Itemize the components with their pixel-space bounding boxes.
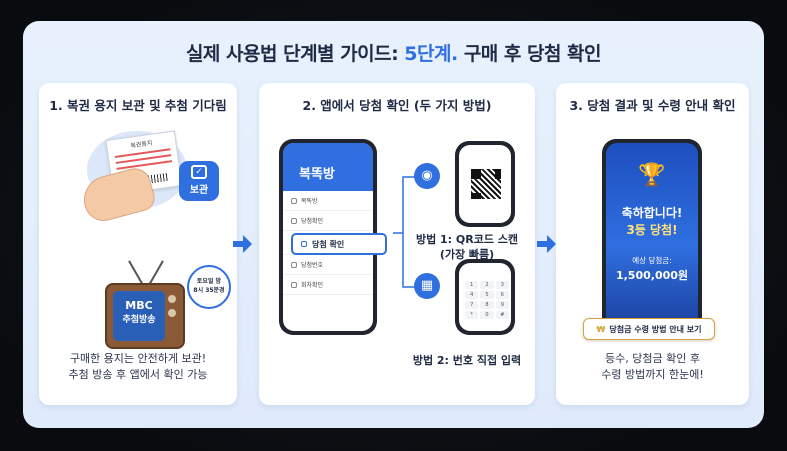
app-header: 복똑방 — [283, 143, 373, 191]
rank-text: 3등 당첨! — [626, 223, 678, 237]
step3-caption-line2: 수령 방법까지 한눈에! — [601, 368, 704, 381]
method1-line2: (가장 빠름) — [439, 248, 495, 261]
title-accent: 5단계. — [404, 43, 458, 65]
tv-antenna-right — [148, 260, 164, 286]
menu-item-round[interactable]: 회차확인 — [283, 275, 373, 295]
page-title: 실제 사용법 단계별 가이드: 5단계. 구매 후 당첨 확인 — [23, 39, 764, 66]
calendar-icon — [291, 281, 297, 288]
title-prefix: 실제 사용법 단계별 가이드: — [185, 43, 405, 65]
step1-caption-line2: 추첨 방송 후 앱에서 확인 가능 — [68, 368, 208, 381]
keep-badge-label: 보관 — [189, 185, 209, 196]
clock-line1: 토요일 밤 — [196, 278, 222, 285]
result-message: 축하합니다! 3등 당첨! — [606, 205, 698, 239]
congrats-text: 축하합니다! — [621, 206, 683, 220]
step3-caption-line1: 등수, 당첨금 확인 후 — [605, 352, 700, 365]
key[interactable]: 9 — [495, 301, 509, 309]
list-icon — [291, 217, 297, 224]
key[interactable]: 4 — [465, 291, 479, 299]
menu-item-check[interactable]: 당첨확인 — [283, 211, 373, 231]
check-icon: ✓ — [191, 165, 207, 179]
method1-line1: 방법 1: QR코드 스캔 — [415, 233, 519, 246]
calculator-icon: ▦ — [414, 273, 440, 299]
menu-item-home[interactable]: 복똑방 — [283, 191, 373, 211]
key[interactable]: 7 — [465, 301, 479, 309]
step3-panel: 3. 당첨 결과 및 수령 안내 확인 🏆 축하합니다! 3등 당첨! 예상 당… — [556, 83, 749, 405]
qr-code-icon — [469, 167, 503, 201]
tv-antenna-left — [128, 260, 144, 286]
tv-illustration: MBC 추첨방송 — [105, 283, 185, 349]
phone-qr-scan — [455, 141, 515, 227]
highlight-label: 당첨 확인 — [312, 239, 345, 249]
check-result-menu-highlight[interactable]: 당첨 확인 — [291, 233, 387, 255]
branch-connector — [393, 176, 415, 288]
step1-panel: 1. 복권 용지 보관 및 추첨 기다림 복권용지 ✓ 보관 MBC 추첨방송 … — [39, 83, 237, 405]
step2-title: 2. 앱에서 당첨 확인 (두 가지 방법) — [302, 98, 492, 113]
menu-label: 당첨확인 — [301, 218, 324, 225]
tv-logo-text: MBC — [125, 299, 153, 312]
arrow-right-icon — [537, 235, 556, 253]
key[interactable]: 2 — [480, 281, 494, 289]
method2-label: 방법 2: 번호 직접 입력 — [412, 354, 522, 367]
step1-title: 1. 복권 용지 보관 및 추첨 기다림 — [49, 98, 227, 113]
phone-result: 🏆 축하합니다! 3등 당첨! 예상 당첨금: 1,500,000원 — [602, 139, 702, 335]
step1-caption-line1: 구매한 용지는 안전하게 보관! — [69, 352, 207, 365]
amount-label: 예상 당첨금: — [632, 256, 672, 265]
key[interactable]: * — [465, 311, 479, 319]
key[interactable]: 0 — [480, 311, 494, 319]
tv-screen: MBC 추첨방송 — [113, 291, 165, 341]
method1-label: 방법 1: QR코드 스캔 (가장 빠름) — [397, 232, 537, 262]
tv-broadcast-text: 추첨방송 — [122, 315, 156, 325]
key[interactable]: 3 — [495, 281, 509, 289]
key[interactable]: 6 — [495, 291, 509, 299]
trophy-icon: 🏆 — [638, 163, 666, 188]
camera-icon: ◉ — [414, 163, 440, 189]
clock-icon: 토요일 밤 8시 35분경 — [187, 265, 231, 309]
menu-label: 당첨번호 — [301, 262, 324, 269]
clock-line2: 8시 35분경 — [193, 287, 225, 294]
arrow-right-icon — [233, 235, 252, 253]
prize-amount: 1,500,000원 — [615, 269, 689, 282]
key[interactable]: 8 — [480, 301, 494, 309]
key[interactable]: 1 — [465, 281, 479, 289]
menu-label: 복똑방 — [301, 198, 318, 205]
prize-guide-button[interactable]: ₩ 당첨금 수령 방법 안내 보기 — [583, 318, 715, 340]
menu-item-numbers[interactable]: 당첨번호 — [283, 255, 373, 275]
home-icon — [291, 197, 297, 204]
step3-title: 3. 당첨 결과 및 수령 안내 확인 — [569, 98, 736, 113]
guide-card: 실제 사용법 단계별 가이드: 5단계. 구매 후 당첨 확인 1. 복권 용지… — [23, 21, 764, 428]
title-suffix: 구매 후 당첨 확인 — [457, 43, 602, 65]
search-icon — [301, 241, 307, 247]
menu-label: 회차확인 — [301, 282, 324, 289]
ball-icon — [291, 261, 297, 268]
step3-caption: 등수, 당첨금 확인 후 수령 방법까지 한눈에! — [556, 351, 749, 383]
money-bag-icon: ₩ — [596, 324, 606, 334]
keep-badge: ✓ 보관 — [179, 161, 219, 201]
step1-caption: 구매한 용지는 안전하게 보관! 추첨 방송 후 앱에서 확인 가능 — [39, 351, 237, 383]
prize-guide-label: 당첨금 수령 방법 안내 보기 — [609, 324, 702, 334]
key[interactable]: 5 — [480, 291, 494, 299]
key[interactable]: # — [495, 311, 509, 319]
